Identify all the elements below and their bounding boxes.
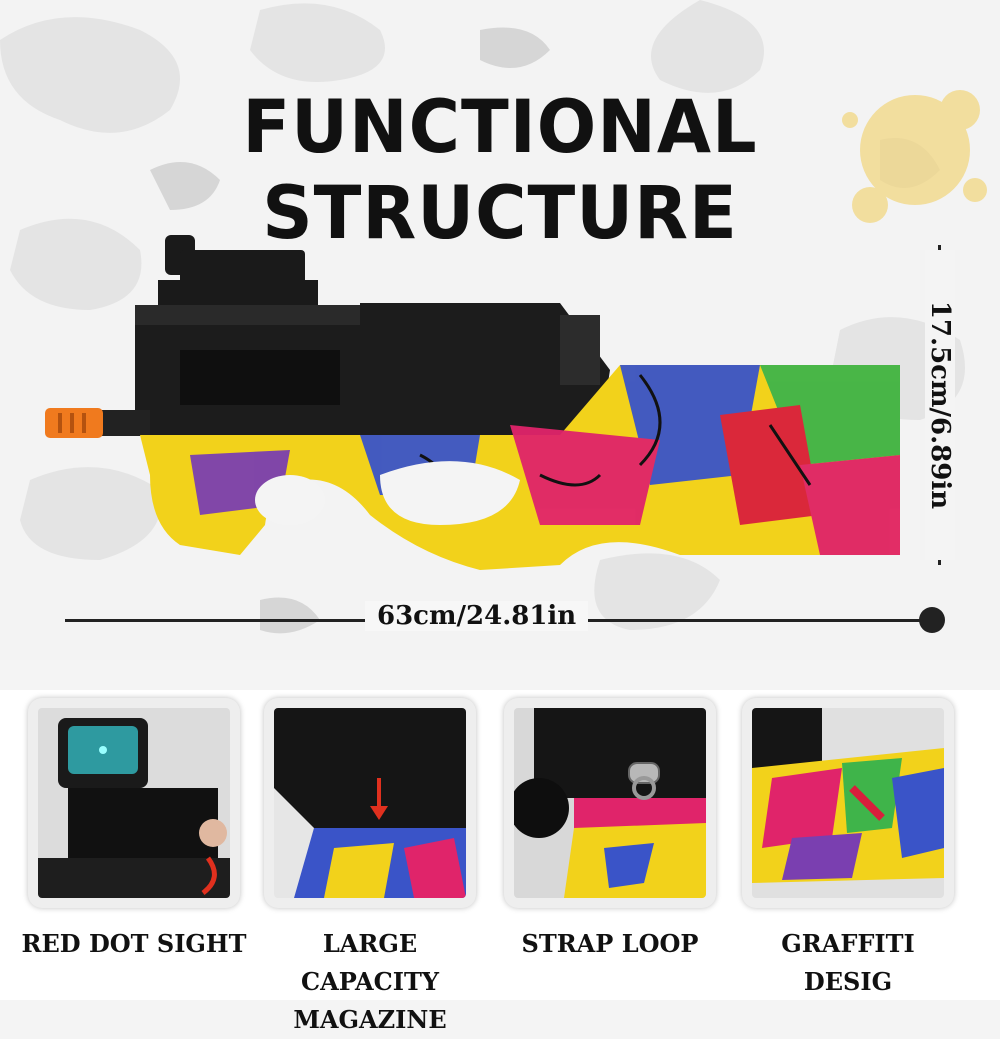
- feature-card-magazine: [264, 698, 476, 908]
- page-title: FUNCTIONAL STRUCTURE: [242, 83, 758, 257]
- strap-loop-photo: [514, 708, 706, 898]
- height-dimension: 17.5cm/6.89in: [920, 245, 960, 565]
- length-dimension: 63cm/24.81in: [65, 601, 945, 635]
- feature-card-strap-loop: [504, 698, 716, 908]
- feature-panels: RED DOT SIGHT LARGE CAPACITY MAGAZINE ST…: [0, 690, 1000, 1034]
- feature-caption-graffiti-design: GRAFFITI DESIG: [781, 929, 915, 996]
- feature-caption-magazine: LARGE CAPACITY MAGAZINE: [293, 929, 447, 1034]
- magazine-photo: [274, 708, 466, 898]
- red-dot-sight-photo: [38, 708, 230, 898]
- graffiti-design-photo: [752, 708, 944, 898]
- height-label: 17.5cm/6.89in: [925, 250, 955, 560]
- feature-card-graffiti-design: [742, 698, 954, 908]
- feature-card-red-dot-sight: [28, 698, 240, 908]
- length-end-dot: [919, 607, 945, 633]
- feature-caption-red-dot-sight: RED DOT SIGHT: [21, 929, 247, 958]
- length-label: 63cm/24.81in: [365, 601, 589, 631]
- blaster-illustration: [45, 235, 900, 570]
- feature-caption-strap-loop: STRAP LOOP: [521, 929, 699, 958]
